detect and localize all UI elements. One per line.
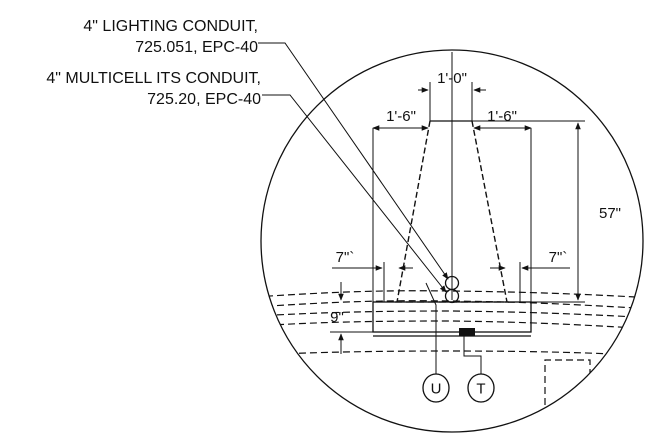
dim-height: 57" [599,205,621,222]
dim-top-width: 1'-0" [437,70,467,87]
detail-circle [260,49,644,433]
tag-t: T [467,373,495,403]
dim-left-base: 7"` [336,249,355,266]
multicell-callout-line2: 725.20, EPC-40 [147,91,261,108]
soil-layers [261,290,643,432]
dim-footing: 9" [330,309,344,326]
lighting-callout-line2: 725.051, EPC-40 [135,39,258,56]
leader-lines [258,42,482,374]
dim-left-offset: 1'-6" [386,108,416,125]
multicell-callout-line1: 4" MULTICELL ITS CONDUIT, [46,70,261,87]
foundation-slab [372,301,532,337]
extension-lines [330,82,585,333]
adjacent-structure [544,359,591,432]
ground-rod-block [459,328,475,336]
dim-right-base: 7"` [549,249,568,266]
dimension-lines [332,87,581,354]
tag-u: U [422,373,450,403]
lighting-callout-line1: 4" LIGHTING CONDUIT, [83,18,258,35]
tag-u-label: U [431,381,442,398]
multicell-conduit [444,288,460,304]
tag-t-label: T [476,381,485,398]
dim-right-offset: 1'-6" [487,108,517,125]
